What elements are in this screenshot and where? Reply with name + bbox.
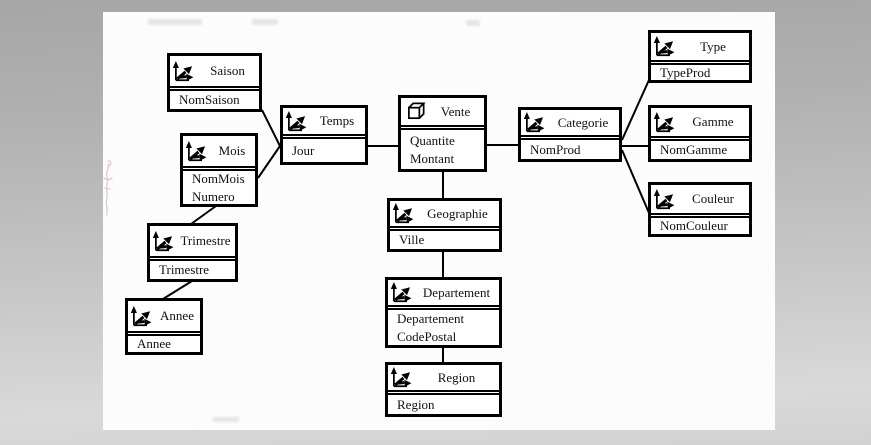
entity-header: Saison: [170, 56, 259, 88]
entity-title: Temps: [319, 113, 355, 128]
attribute-label: Montant: [410, 150, 455, 166]
entity-title: Annee: [160, 308, 194, 323]
entity-title: Trimestre: [180, 233, 231, 248]
dimension-axes-icon: [523, 112, 550, 133]
entity-header: Annee: [128, 301, 200, 333]
attribute-label: Region: [397, 396, 435, 412]
entity-title: Saison: [210, 63, 245, 78]
attribute-label: NomMois: [192, 170, 245, 186]
entity-attributes: TypeProd: [651, 63, 749, 80]
entity-header: Geographie: [390, 201, 499, 228]
dimension-axes-icon: [653, 111, 680, 133]
entity-title: Geographie: [427, 205, 488, 221]
ghost-text-artifact: [148, 19, 202, 25]
entity-header: Departement: [388, 280, 499, 307]
attribute-label: CodePostal: [397, 328, 457, 344]
dimension-axes-icon: [653, 36, 680, 57]
entity-attributes: NomGamme: [651, 139, 749, 159]
attribute-label: Ville: [399, 232, 425, 247]
attribute-label: Jour: [292, 142, 315, 158]
entity-header: Mois: [183, 136, 255, 168]
dimension-axes-icon: [653, 188, 680, 210]
entity-attributes: Jour: [283, 137, 365, 162]
entity-header: Region: [388, 365, 499, 392]
entity-header: Vente: [401, 98, 484, 127]
entity-attributes: NomProd: [521, 138, 619, 159]
dimension-axes-icon: [130, 305, 157, 327]
entity-attributes: Trimestre: [150, 259, 235, 279]
attribute-label: NomCouleur: [660, 218, 728, 233]
entity-header: Gamme: [651, 108, 749, 138]
entity-title: Type: [700, 38, 726, 54]
entity-header: Couleur: [651, 185, 749, 215]
entity-title: Region: [437, 369, 476, 385]
dimension-axes-icon: [390, 367, 417, 388]
attribute-label: Annee: [137, 336, 171, 351]
dimension-axes-icon: [152, 230, 179, 252]
entity-header: Type: [651, 33, 749, 62]
entity-header: Trimestre: [150, 226, 235, 258]
entity-header: Temps: [283, 108, 365, 136]
dimension-axes-icon: [390, 282, 417, 303]
entity-title: Categorie: [557, 114, 609, 130]
ghost-text-artifact: [252, 19, 278, 25]
entity-attributes: Region: [388, 393, 499, 414]
entity-title: Couleur: [692, 191, 734, 206]
attribute-label: Trimestre: [159, 262, 210, 277]
entity-attributes: NomCouleur: [651, 216, 749, 234]
attribute-label: Numero: [192, 188, 235, 204]
attribute-label: Departement: [397, 310, 465, 326]
entity-title: Gamme: [692, 114, 734, 129]
entity-title: Mois: [218, 143, 246, 158]
entity-title: Departement: [422, 284, 491, 300]
dimension-axes-icon: [392, 203, 419, 224]
entity-attributes: NomSaison: [170, 89, 259, 109]
attribute-label: Quantite: [410, 132, 455, 148]
entity-title: Vente: [440, 103, 471, 119]
dimension-axes-icon: [285, 110, 312, 132]
dimension-axes-icon: [172, 60, 199, 82]
dimension-axes-icon: [185, 140, 212, 162]
attribute-label: NomGamme: [660, 142, 728, 157]
entity-attributes: Ville: [390, 229, 499, 249]
cube-icon: [403, 101, 430, 122]
attribute-label: TypeProd: [660, 64, 711, 80]
entity-header: Categorie: [521, 110, 619, 137]
ghost-text-artifact: [466, 20, 480, 26]
pink-doodle-artifact: [103, 160, 113, 216]
attribute-label: NomProd: [530, 141, 581, 157]
entity-attributes: Annee: [128, 334, 200, 352]
attribute-label: NomSaison: [179, 92, 240, 107]
ghost-text-artifact: [213, 417, 239, 422]
